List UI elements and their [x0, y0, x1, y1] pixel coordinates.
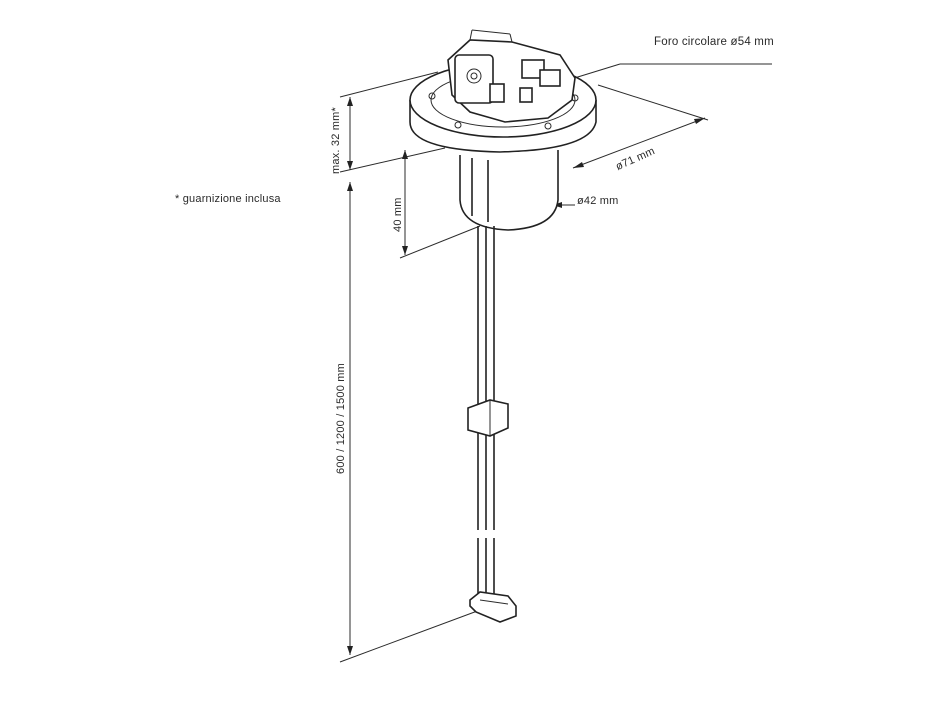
- bottom-stop: [469, 591, 517, 623]
- dimension-max32: [339, 71, 446, 173]
- label-guarnizione: * guarnizione inclusa: [175, 193, 281, 205]
- label-40mm: 40 mm: [392, 197, 404, 232]
- dimension-71mm: [567, 63, 772, 169]
- label-max32: max. 32 mm*: [330, 107, 342, 174]
- housing: [459, 150, 559, 231]
- connector-head: [447, 29, 576, 123]
- dimension-40mm: [399, 150, 481, 259]
- probe-rods: [477, 226, 495, 604]
- dimension-length: [339, 182, 481, 663]
- label-diam42: ø42 mm: [577, 195, 619, 207]
- label-foro: Foro circolare ø54 mm: [654, 36, 774, 48]
- label-length: 600 / 1200 / 1500 mm: [335, 362, 347, 474]
- float: [467, 399, 509, 437]
